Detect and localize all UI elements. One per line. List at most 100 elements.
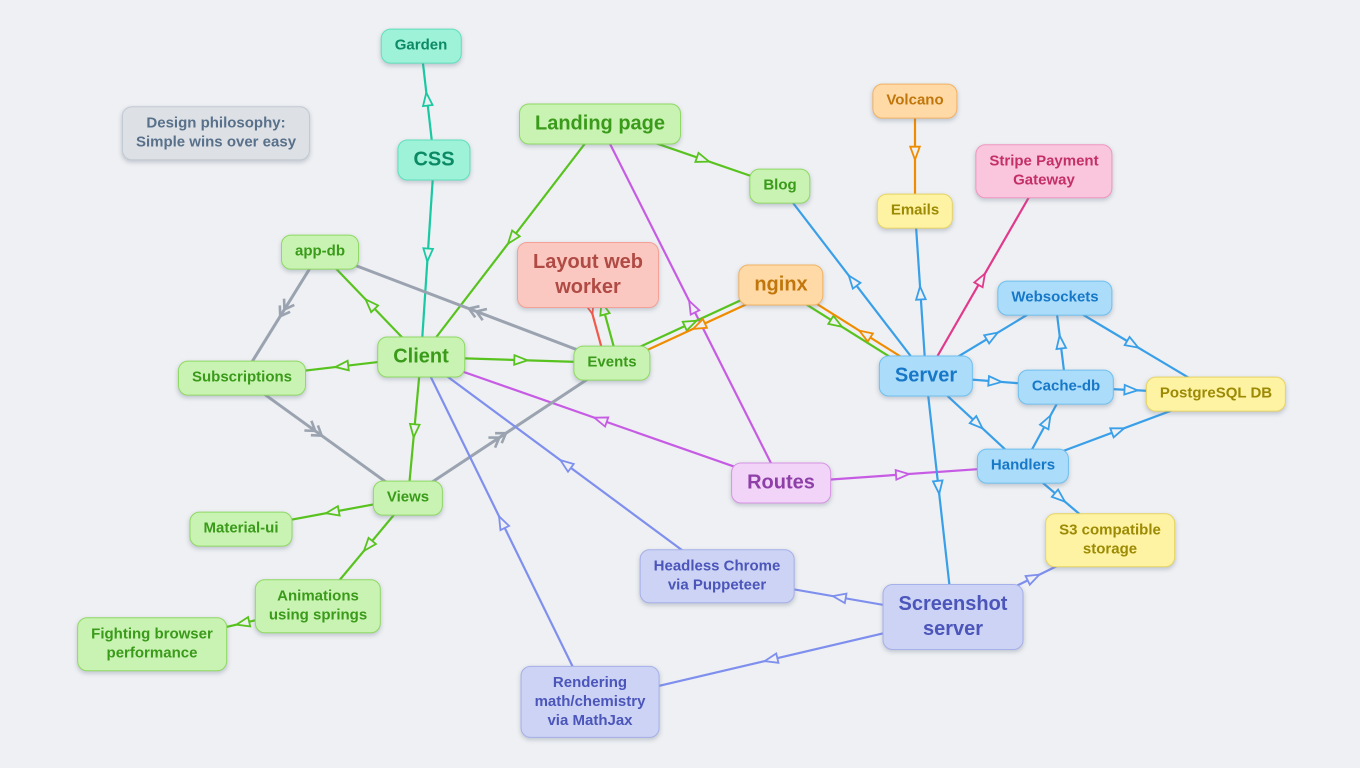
arrowhead-routes-handlers <box>894 468 912 482</box>
arrowhead-app-db-subscriptions <box>278 305 291 319</box>
node-subscriptions[interactable]: Subscriptions <box>177 360 307 396</box>
arrowhead-animations-fighting-browser <box>233 615 252 628</box>
edge-events-app-db <box>319 250 613 365</box>
arrowhead-server-nginx <box>857 329 875 344</box>
node-fighting-browser[interactable]: Fighting browser performance <box>77 617 227 671</box>
node-stripe-gateway[interactable]: Stripe Payment Gateway <box>975 144 1113 198</box>
arrowhead-views-material-ui <box>323 504 341 517</box>
node-app-db[interactable]: app-db <box>281 234 359 270</box>
edge-rendering-mathjax-client <box>420 356 591 703</box>
arrowhead-client-subscriptions <box>332 359 350 372</box>
arrowhead-nginx-server <box>826 314 845 329</box>
arrowhead-headless-chrome-client <box>558 458 576 474</box>
arrowhead-handlers-cache-db <box>1038 413 1052 431</box>
node-events[interactable]: Events <box>573 345 651 381</box>
node-label-client: Client <box>393 345 449 368</box>
node-emails[interactable]: Emails <box>876 193 954 229</box>
node-label-fighting-browser: Fighting browser performance <box>91 625 213 661</box>
node-label-blog: Blog <box>763 176 797 194</box>
arrowhead-subscriptions-views <box>304 420 318 433</box>
arrowhead-websockets-postgresql-db <box>1123 335 1141 349</box>
node-label-material-ui: Material-ui <box>203 519 279 537</box>
arrowhead-cache-db-postgresql-db <box>1123 383 1141 396</box>
arrowhead-events-nginx <box>681 319 699 333</box>
node-garden[interactable]: Garden <box>380 28 462 64</box>
arrowhead-views-events <box>488 436 502 449</box>
node-design-philosophy[interactable]: Design philosophy: Simple wins over easy <box>121 106 311 160</box>
arrowhead-events-app-db <box>466 304 480 319</box>
node-handlers[interactable]: Handlers <box>976 448 1070 484</box>
node-label-s3-storage: S3 compatible storage <box>1059 521 1161 557</box>
arrowhead-client-views <box>408 422 421 440</box>
node-label-css: CSS <box>413 148 455 171</box>
node-nginx[interactable]: nginx <box>738 264 824 306</box>
node-label-handlers: Handlers <box>990 456 1056 474</box>
arrowhead-client-events <box>513 353 530 366</box>
edge-subscriptions-views <box>241 376 409 500</box>
node-animations[interactable]: Animations using springs <box>254 579 382 633</box>
node-label-design-philosophy: Design philosophy: Simple wins over easy <box>135 114 297 150</box>
arrowhead-handlers-postgresql-db <box>1108 427 1127 439</box>
arrowhead-volcano-emails <box>908 145 922 163</box>
node-cache-db[interactable]: Cache-db <box>1017 369 1115 405</box>
node-label-layout-worker: Layout web worker <box>532 251 644 298</box>
node-s3-storage[interactable]: S3 compatible storage <box>1045 513 1175 567</box>
arrowhead-app-db-subscriptions <box>282 298 295 312</box>
node-landing-page[interactable]: Landing page <box>519 103 681 145</box>
node-material-ui[interactable]: Material-ui <box>189 511 293 547</box>
arrowhead-nginx-events <box>690 317 709 330</box>
arrowhead-server-emails <box>914 283 928 301</box>
arrowhead-server-blog <box>847 273 863 291</box>
arrowhead-screenshot-server-s3-storage <box>1024 573 1042 587</box>
node-label-screenshot-server: Screenshot server <box>898 593 1008 640</box>
node-rendering-mathjax[interactable]: Rendering math/chemistry via MathJax <box>520 665 660 739</box>
arrowhead-server-cache-db <box>987 374 1005 387</box>
node-label-garden: Garden <box>394 36 448 54</box>
node-label-rendering-mathjax: Rendering math/chemistry via MathJax <box>534 673 646 729</box>
node-volcano[interactable]: Volcano <box>872 83 958 119</box>
node-css[interactable]: CSS <box>397 139 471 181</box>
node-screenshot-server[interactable]: Screenshot server <box>882 584 1024 650</box>
arrowhead-rendering-mathjax-client <box>497 513 511 532</box>
node-routes[interactable]: Routes <box>731 462 831 504</box>
node-label-cache-db: Cache-db <box>1031 377 1101 395</box>
node-label-events: Events <box>587 353 637 371</box>
arrowhead-client-app-db <box>363 297 380 314</box>
node-server[interactable]: Server <box>878 355 974 397</box>
arrowhead-server-handlers <box>968 414 985 431</box>
arrowhead-views-animations <box>362 536 378 553</box>
arrowhead-cache-db-websockets <box>1055 332 1068 351</box>
node-views[interactable]: Views <box>372 480 444 516</box>
arrowhead-subscriptions-views <box>310 425 324 437</box>
node-label-emails: Emails <box>890 201 940 219</box>
node-label-headless-chrome: Headless Chrome via Puppeteer <box>653 557 781 593</box>
node-layout-worker[interactable]: Layout web worker <box>516 242 660 308</box>
arrowhead-screenshot-server-rendering-mathjax <box>762 651 780 664</box>
node-label-postgresql-db: PostgreSQL DB <box>1159 384 1273 402</box>
node-client[interactable]: Client <box>377 336 465 378</box>
node-label-landing-page: Landing page <box>535 112 665 135</box>
node-blog[interactable]: Blog <box>749 168 811 204</box>
arrowhead-server-stripe-gateway <box>972 271 987 289</box>
node-headless-chrome[interactable]: Headless Chrome via Puppeteer <box>639 549 795 603</box>
arrowhead-css-client <box>422 247 435 265</box>
node-label-websockets: Websockets <box>1011 288 1099 306</box>
arrowhead-landing-page-blog <box>694 151 712 163</box>
node-label-nginx: nginx <box>754 273 808 296</box>
node-label-routes: Routes <box>747 471 815 494</box>
node-label-subscriptions: Subscriptions <box>191 368 293 386</box>
node-label-animations: Animations using springs <box>268 587 368 623</box>
arrowhead-screenshot-server-headless-chrome <box>830 592 848 605</box>
arrowhead-landing-page-client <box>506 228 522 246</box>
arrowhead-server-screenshot-server <box>931 479 944 497</box>
node-label-server: Server <box>894 364 958 387</box>
arrowhead-routes-client <box>591 416 610 429</box>
node-label-volcano: Volcano <box>886 91 944 109</box>
arrowhead-events-app-db <box>474 307 488 322</box>
arrowhead-css-garden <box>421 90 434 108</box>
node-postgresql-db[interactable]: PostgreSQL DB <box>1145 376 1287 412</box>
arrowhead-server-websockets <box>982 331 1001 346</box>
edge-views-events <box>407 361 613 500</box>
node-websockets[interactable]: Websockets <box>997 280 1113 316</box>
